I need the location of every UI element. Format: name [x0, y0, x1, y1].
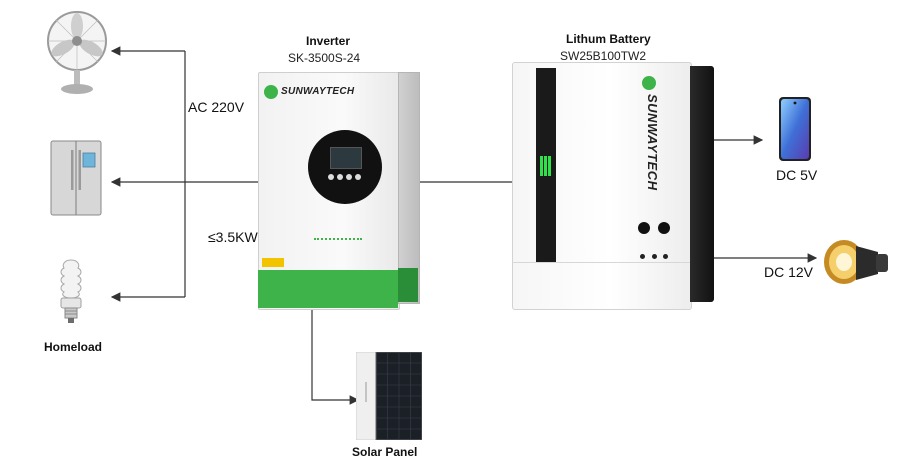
dc5v-label: DC 5V — [776, 167, 818, 183]
inverter-button — [337, 174, 343, 180]
inverter-side-panel — [398, 72, 420, 304]
inverter-button — [328, 174, 334, 180]
battery-port — [640, 254, 645, 259]
homeload-label: Homeload — [44, 340, 103, 354]
inverter-unit: SUNWAYTECH — [258, 72, 420, 310]
solar-panel-icon — [356, 352, 422, 440]
sun-logo-icon — [264, 85, 278, 99]
battery-divider — [512, 262, 690, 263]
battery-model: SW25B100TW2 — [560, 49, 647, 63]
battery-brand: SUNWAYTECH — [645, 94, 660, 191]
battery-unit: SUNWAYTECH — [512, 62, 714, 310]
smartphone-icon — [779, 97, 811, 161]
battery-title: Lithum Battery — [566, 32, 651, 46]
inverter-title: Inverter — [306, 34, 351, 48]
battery-port — [652, 254, 657, 259]
ac-voltage-label: AC 220V — [188, 99, 245, 115]
refrigerator-icon — [50, 140, 102, 216]
solar-panel-label: Solar Panel — [352, 445, 418, 459]
inverter-wave-decoration — [314, 238, 362, 246]
battery-terminal — [638, 222, 650, 234]
inverter-buttons — [328, 174, 362, 188]
inverter-green-base — [258, 270, 398, 308]
inverter-display-panel — [308, 130, 382, 204]
warning-label-icon — [262, 258, 284, 267]
battery-side-panel — [690, 66, 714, 302]
battery-terminal — [658, 222, 670, 234]
solar-link-line — [311, 300, 360, 405]
battery-port — [663, 254, 668, 259]
inverter-lcd — [330, 147, 362, 169]
inverter-button — [346, 174, 352, 180]
light-bulb-icon — [60, 259, 82, 323]
battery-level-indicator — [540, 156, 552, 176]
inverter-brand: SUNWAYTECH — [281, 86, 355, 97]
dc12v-label: DC 12V — [764, 264, 814, 280]
inverter-green-side — [398, 268, 418, 302]
fan-icon — [47, 11, 107, 94]
inverter-button — [355, 174, 361, 180]
inverter-model: SK-3500S-24 — [288, 51, 361, 65]
flashlight-icon — [824, 240, 888, 284]
power-rating-label: ≤3.5KW — [208, 229, 258, 245]
sun-logo-icon — [642, 76, 656, 90]
